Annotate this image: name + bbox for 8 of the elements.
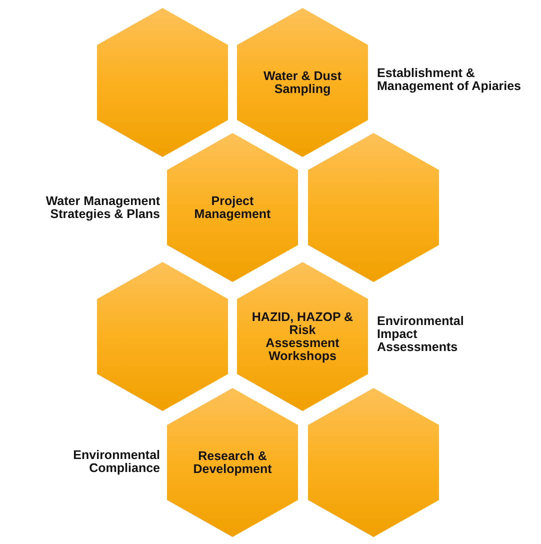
hexagon-label: Water & Dust Sampling xyxy=(262,70,342,96)
side-label: Environmental Compliance xyxy=(73,448,160,475)
side-label: Environmental Impact Assessments xyxy=(377,314,464,354)
hexagon-label: HAZID, HAZOP & Risk Assessment Workshops xyxy=(251,310,354,362)
hexagon-label: Project Management xyxy=(193,194,272,220)
side-label: Establishment & Management of Apiaries xyxy=(377,66,522,93)
side-label: Water Management Strategies & Plans xyxy=(46,194,160,221)
hexagon-label: Research & Development xyxy=(192,450,273,476)
